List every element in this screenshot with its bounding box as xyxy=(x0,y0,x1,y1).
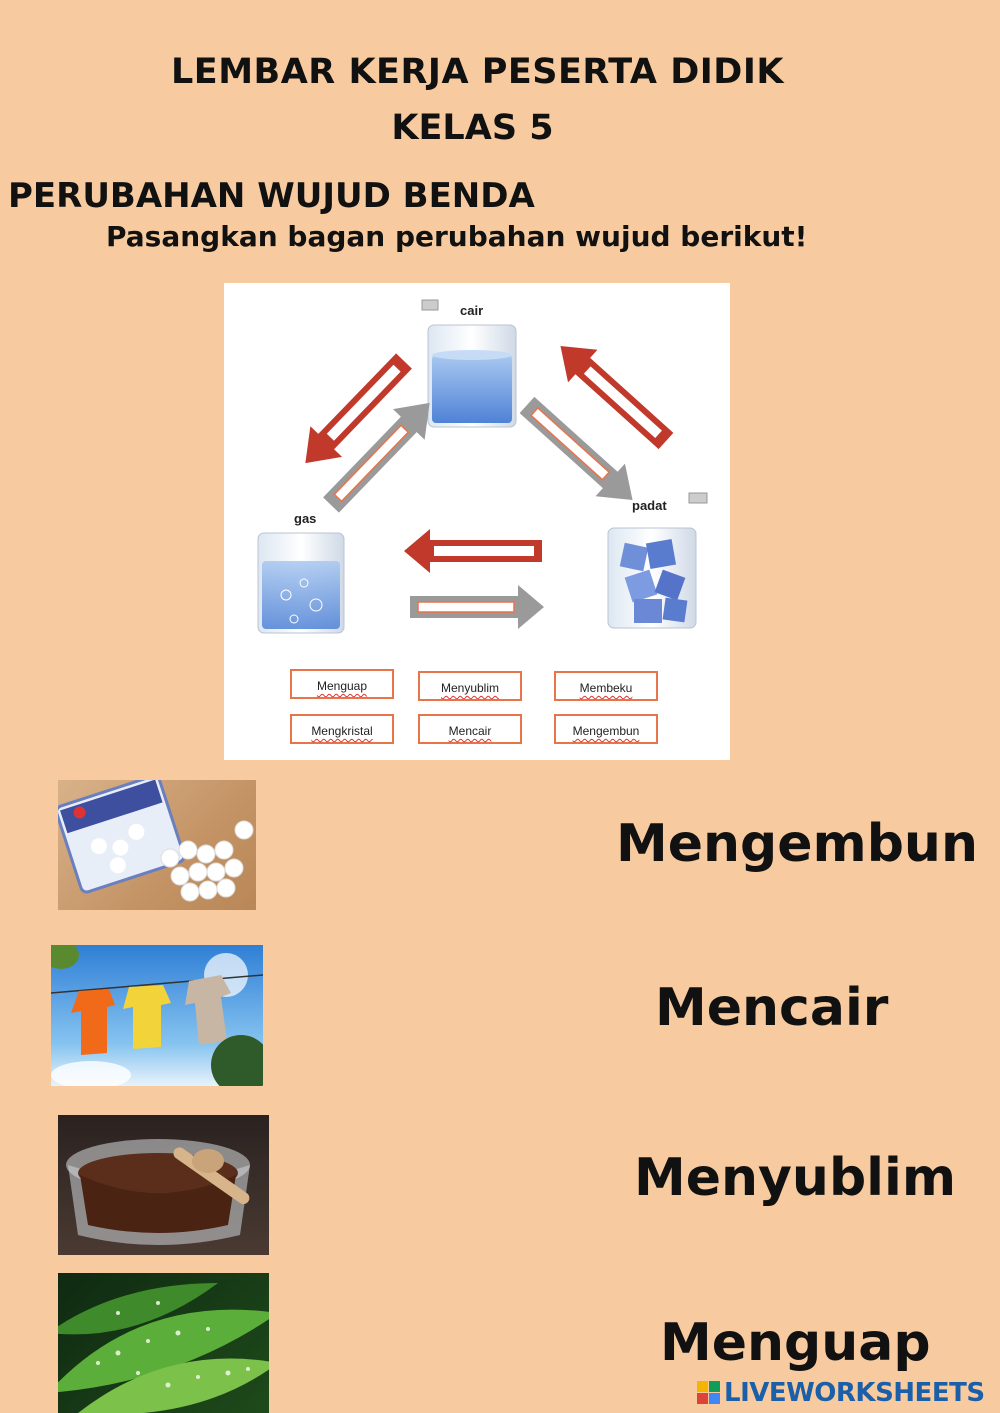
blank-marker xyxy=(421,299,439,311)
word-box[interactable]: Mengkristal xyxy=(290,714,394,744)
gas-beaker-icon xyxy=(257,532,345,634)
arrow-liquid-to-gas xyxy=(305,353,412,464)
topic-heading: PERUBAHAN WUJUD BENDA xyxy=(8,176,535,216)
answer-option[interactable]: Mengembun xyxy=(616,814,978,874)
mothballs-photo[interactable] xyxy=(58,780,256,910)
laundry-drying-photo[interactable] xyxy=(51,945,263,1086)
word-box[interactable]: Membeku xyxy=(554,671,658,701)
liveworksheets-logo-icon xyxy=(697,1381,720,1404)
word-box[interactable]: Menguap xyxy=(290,669,394,699)
answer-option[interactable]: Menyublim xyxy=(634,1148,957,1208)
blank-marker xyxy=(688,492,708,504)
arrow-gas-to-liquid xyxy=(323,402,430,513)
arrow-gas-to-solid xyxy=(410,585,544,629)
arrow-solid-to-liquid xyxy=(560,345,674,450)
worksheet-title: LEMBAR KERJA PESERTA DIDIK xyxy=(171,52,784,92)
melting-chocolate-photo[interactable] xyxy=(58,1115,269,1255)
word-box[interactable]: Mengembun xyxy=(554,714,658,744)
liquid-label: cair xyxy=(460,303,484,318)
word-box[interactable]: Menyublim xyxy=(418,671,522,701)
answer-option[interactable]: Mencair xyxy=(655,978,889,1038)
diagram-graphic xyxy=(257,299,708,634)
answer-option[interactable]: Menguap xyxy=(660,1313,931,1373)
solid-beaker-icon xyxy=(607,527,697,629)
solid-label: padat xyxy=(632,498,667,513)
arrow-solid-to-gas xyxy=(404,529,542,573)
dewy-leaves-photo[interactable] xyxy=(58,1273,269,1413)
arrow-liquid-to-solid xyxy=(519,396,633,501)
word-box[interactable]: Mencair xyxy=(418,714,522,744)
state-change-diagram: cair gas padat Menguap Menyublim Membeku… xyxy=(224,283,730,760)
instruction-text: Pasangkan bagan perubahan wujud berikut! xyxy=(106,220,808,253)
liquid-beaker-icon xyxy=(427,324,517,428)
brand-text: LIVEWORKSHEETS xyxy=(724,1378,985,1408)
gas-label: gas xyxy=(294,511,317,526)
class-label: KELAS 5 xyxy=(391,108,554,148)
